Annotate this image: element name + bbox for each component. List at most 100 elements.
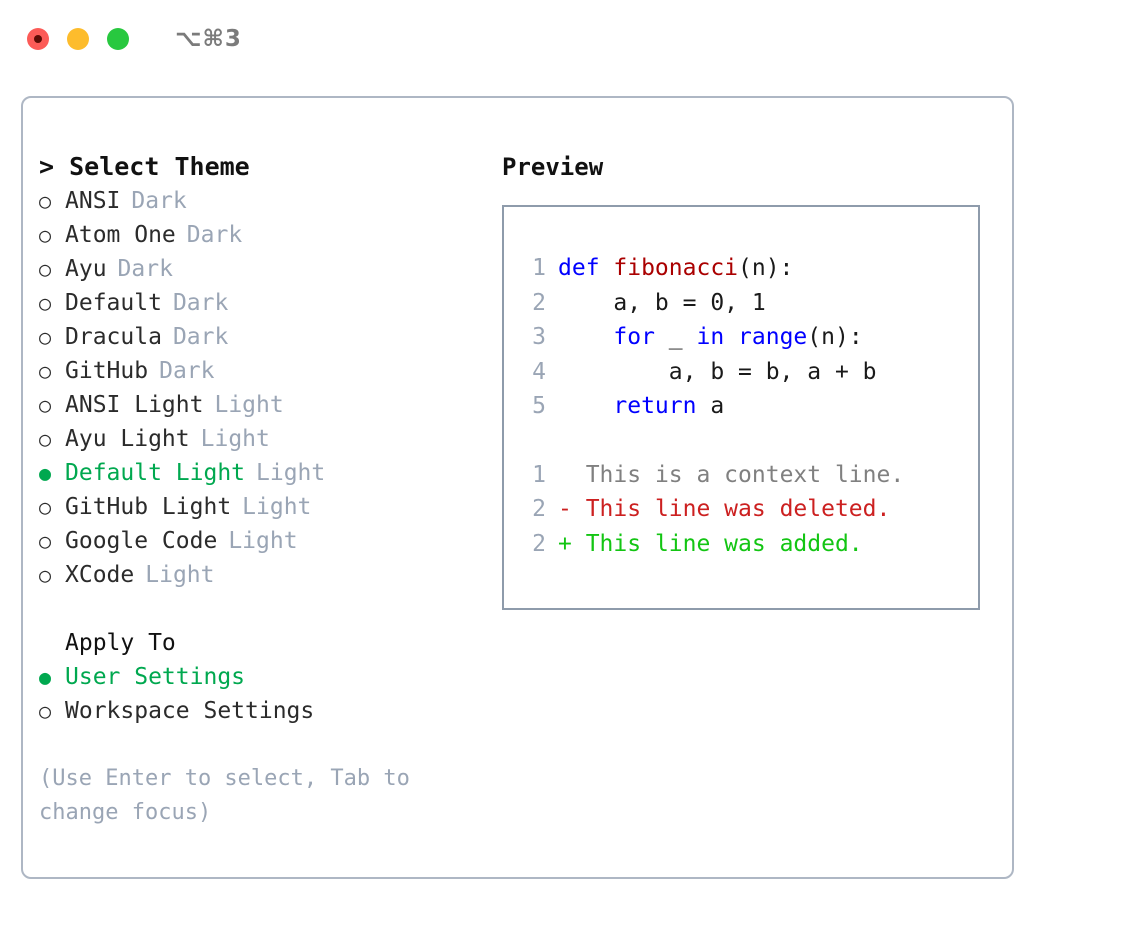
diff-line-ctx: 1 This is a context line.: [518, 458, 978, 493]
line-number: 1: [532, 255, 546, 281]
radio-unselected-icon: ○: [39, 189, 52, 213]
code-token-plain: [558, 393, 613, 419]
radio-unselected-icon: ○: [39, 495, 52, 519]
code-token-fn: fibonacci: [613, 255, 739, 281]
theme-option-variant-tag: Dark: [172, 324, 229, 350]
theme-option-variant-tag: Dark: [172, 290, 229, 316]
code-text: for _ in range(n):: [558, 320, 862, 355]
theme-option-variant-tag: Light: [200, 426, 270, 452]
theme-option-variant-tag: Dark: [117, 256, 173, 282]
code-token-plain: a: [696, 393, 725, 419]
theme-option-variant-tag: Dark: [159, 358, 215, 384]
diff-sample: 1 This is a context line. 2- This line wa…: [518, 458, 978, 562]
theme-option-label: Ayu Light: [65, 426, 190, 452]
code-token-kw: range: [738, 324, 808, 350]
theme-option-variant-tag: Dark: [131, 188, 187, 214]
code-text: a, b = b, a + b: [558, 355, 877, 390]
line-number: 2: [532, 289, 546, 316]
keyboard-hint: (Use Enter to select, Tab to change focu…: [39, 766, 410, 825]
apply-to-option-label: User Settings: [65, 664, 246, 690]
code-line: 5 return a: [518, 389, 978, 424]
code-token-kw: return: [613, 393, 697, 419]
code-text: def fibonacci(n):: [558, 251, 793, 286]
window-controls: [27, 28, 129, 50]
line-number: 1: [532, 461, 546, 488]
theme-option-variant-tag: Dark: [186, 222, 243, 248]
diff-text: This line was added.: [571, 530, 863, 557]
code-text: a, b = 0, 1: [558, 286, 766, 321]
radio-unselected-icon: ○: [39, 291, 52, 315]
radio-unselected-icon: ○: [39, 529, 52, 553]
theme-option-variant-tag: Light: [228, 528, 298, 554]
radio-unselected-icon: ○: [39, 427, 52, 451]
theme-option-ayu-light[interactable]: ○ Ayu Light Light: [39, 422, 488, 456]
diff-marker: +: [558, 530, 572, 557]
theme-option-label: Atom One: [65, 222, 176, 248]
radio-selected-icon: ●: [39, 461, 52, 485]
code-line: 3 for _ in range(n):: [518, 320, 978, 355]
radio-unselected-icon: ○: [39, 359, 52, 383]
apply-to-header: Apply To: [65, 630, 176, 656]
section-spacer: [39, 592, 488, 626]
theme-option-atom-one[interactable]: ○ Atom One Dark: [39, 218, 488, 252]
theme-option-variant-tag: Light: [214, 392, 284, 418]
close-button[interactable]: [27, 28, 49, 50]
theme-option-google-code[interactable]: ○ Google Code Light: [39, 524, 488, 558]
select-theme-header: > Select Theme: [39, 152, 250, 181]
line-number: 4: [532, 358, 546, 385]
theme-option-variant-tag: Light: [242, 494, 312, 520]
theme-option-label: Ayu: [65, 256, 107, 282]
code-token-kw: in: [696, 324, 725, 350]
theme-option-label: XCode: [65, 562, 135, 588]
theme-option-label: Default Light: [65, 460, 246, 486]
line-number: 3: [532, 324, 546, 350]
theme-option-ansi-light[interactable]: ○ ANSI Light Light: [39, 388, 488, 422]
theme-option-ansi[interactable]: ○ ANSI Dark: [39, 184, 488, 218]
code-token-plain: a, b = b, a + b: [558, 358, 877, 385]
diff-text: This is a context line.: [571, 461, 905, 488]
theme-option-label: Google Code: [65, 528, 218, 554]
theme-option-variant-tag: Light: [256, 460, 326, 486]
diff-text: This line was deleted.: [571, 496, 891, 522]
radio-unselected-icon: ○: [39, 563, 52, 587]
code-token-plain: [724, 324, 738, 350]
apply-to-option-user-settings[interactable]: ●User Settings: [39, 660, 488, 694]
code-line: 4 a, b = b, a + b: [518, 355, 978, 390]
radio-unselected-icon: ○: [39, 325, 52, 349]
line-number: 2: [532, 530, 546, 557]
code-line: 1 def fibonacci(n):: [518, 251, 978, 286]
theme-option-label: ANSI Light: [65, 392, 204, 418]
theme-option-ayu[interactable]: ○ Ayu Dark: [39, 252, 488, 286]
code-token-kw: for: [613, 324, 655, 350]
minimize-button[interactable]: [67, 28, 89, 50]
radio-unselected-icon: ○: [39, 257, 52, 281]
theme-option-label: ANSI: [65, 188, 121, 214]
code-line: 2 a, b = 0, 1: [518, 286, 978, 321]
theme-option-default-light[interactable]: ● Default Light Light: [39, 456, 488, 490]
radio-unselected-icon: ○: [39, 393, 52, 417]
title-bar: ⌥⌘3: [0, 0, 1140, 78]
apply-to-option-label: Workspace Settings: [65, 698, 315, 724]
code-token-plain: (n):: [738, 255, 794, 281]
code-token-plain: a, b = 0, 1: [558, 289, 766, 316]
apply-to-list: ●User Settings○Workspace Settings: [39, 660, 488, 728]
diff-marker: -: [558, 496, 572, 522]
code-token-plain: [558, 324, 613, 350]
preview-title: Preview: [502, 153, 604, 181]
radio-unselected-icon: ○: [39, 223, 52, 247]
line-number: 5: [532, 393, 546, 419]
apply-to-option-workspace-settings[interactable]: ○Workspace Settings: [39, 694, 488, 728]
maximize-button[interactable]: [107, 28, 129, 50]
